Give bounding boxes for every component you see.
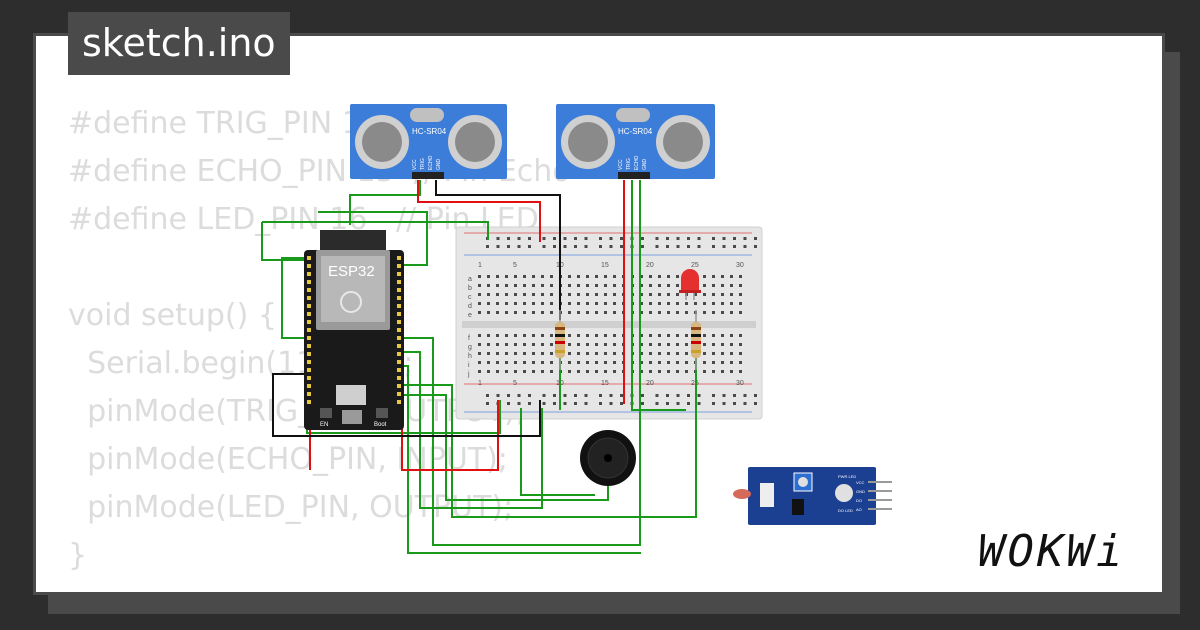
bb-col-20: 20 xyxy=(646,262,654,269)
wire-green xyxy=(281,257,306,339)
bb-row-b: b xyxy=(468,285,472,292)
ldr-sensor-module[interactable]: PWR LED DO LED VCC GND DO AO xyxy=(733,467,892,525)
bb-row-f: f xyxy=(468,335,470,342)
pin-label-echo: ECHO xyxy=(634,155,640,170)
en-button[interactable] xyxy=(320,408,332,418)
bb-row-e: e xyxy=(468,312,472,319)
esp32-pin-headers xyxy=(307,256,401,404)
code-line: #define LED_PIN 16 // Pin LED xyxy=(68,202,539,237)
bb-col-25: 25 xyxy=(691,262,699,269)
bb-col-5: 5 xyxy=(513,262,517,269)
wire-green xyxy=(402,384,697,518)
wire-black xyxy=(272,373,541,437)
code-line: void setup() { xyxy=(68,298,277,333)
boot-label: Boot xyxy=(374,422,387,428)
potentiometer-icon xyxy=(798,477,808,487)
wires xyxy=(261,180,697,554)
sensor-label: HC-SR04 xyxy=(618,127,653,136)
bb-col-1: 1 xyxy=(478,262,482,269)
wire-green xyxy=(402,365,641,554)
pwr-led-label: PWR LED xyxy=(838,474,856,479)
pin-label-gnd: GND xyxy=(856,489,865,494)
bb-col-1-bottom: 1 xyxy=(478,380,482,387)
boot-button[interactable] xyxy=(376,408,388,418)
bb-row-i: i xyxy=(468,362,470,369)
resistor-1[interactable] xyxy=(555,310,565,370)
wire-red xyxy=(417,180,541,242)
resistor-2[interactable] xyxy=(691,310,701,370)
pin-label-gnd: GND xyxy=(642,159,648,171)
board-label: ESP32 xyxy=(328,263,375,280)
bb-col-15-bottom: 15 xyxy=(601,380,609,387)
file-tab[interactable]: sketch.ino xyxy=(68,12,290,75)
bb-row-j: j xyxy=(467,371,470,378)
pin-label-vcc: VCC xyxy=(412,159,418,170)
bb-row-a: a xyxy=(468,276,472,283)
pin-label-gnd: GND xyxy=(436,159,442,171)
en-label: EN xyxy=(320,422,328,428)
bb-row-d: d xyxy=(468,303,472,310)
esp32-board[interactable]: ESP32 EN Boot xyxy=(304,230,404,430)
pin-label-ao: AO xyxy=(856,507,862,512)
bb-row-h: h xyxy=(468,353,472,360)
bb-col-30-bottom: 30 xyxy=(736,380,744,387)
wire-green xyxy=(349,180,421,225)
pin-label-trig: TRIG xyxy=(420,158,426,170)
breadboard[interactable]: 1 5 10 15 20 25 30 1 5 10 15 20 25 30 a … xyxy=(455,226,763,420)
code-preview: #define TRIG_PIN 1 #define ECHO_PIN 15 /… xyxy=(68,100,571,580)
wire-green xyxy=(318,211,428,266)
red-led[interactable] xyxy=(679,269,701,300)
wire-green xyxy=(262,221,489,240)
espressif-logo-icon xyxy=(340,291,362,313)
buzzer[interactable] xyxy=(580,430,636,486)
bb-col-5-bottom: 5 xyxy=(513,380,517,387)
pin-label-echo: ECHO xyxy=(428,155,434,170)
wire-black xyxy=(435,180,561,320)
ultrasonic-sensor-2[interactable]: HC-SR04 VCC TRIG ECHO GND xyxy=(556,104,715,179)
bb-row-c: c xyxy=(468,294,472,301)
bb-col-20-bottom: 20 xyxy=(646,380,654,387)
wire-green xyxy=(631,180,686,411)
wire-green xyxy=(402,351,543,509)
bb-col-30: 30 xyxy=(736,262,744,269)
ultrasonic-sensor-1[interactable]: HC-SR04 VCC TRIG ECHO GND xyxy=(350,104,507,179)
sensor-label: HC-SR04 xyxy=(412,127,447,136)
pin-label-do: DO xyxy=(856,498,862,503)
code-line: } xyxy=(68,538,88,573)
wokwi-logo: WOKWi xyxy=(978,526,1126,577)
bb-col-25-bottom: 25 xyxy=(691,380,699,387)
wire-green xyxy=(402,394,609,501)
do-led-label: DO LED xyxy=(838,508,853,513)
bb-row-g: g xyxy=(468,344,472,351)
pin-label-vcc: VCC xyxy=(856,480,865,485)
wire-green xyxy=(261,222,306,261)
bb-col-15: 15 xyxy=(601,262,609,269)
pin-label-trig: TRIG xyxy=(626,158,632,170)
pin-label-vcc: VCC xyxy=(618,159,624,170)
code-line: pinMode(LED_PIN, OUTPUT); xyxy=(68,490,514,525)
wire-green xyxy=(402,180,641,546)
